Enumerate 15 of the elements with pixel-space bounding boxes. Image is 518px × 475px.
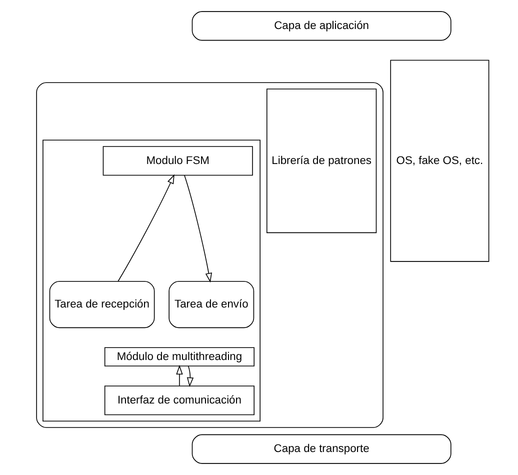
node-box: OS, fake OS, etc. (390, 60, 489, 262)
node-box: Tarea de envío (168, 281, 254, 328)
arrow (184, 174, 212, 283)
arrow (176, 364, 182, 386)
node-box: Módulo de multithreading (104, 347, 254, 366)
node-box: Librería de patrones (266, 88, 376, 234)
cluster (36, 82, 383, 428)
cluster (42, 140, 260, 422)
node-box: Capa de aplicación (191, 11, 451, 41)
arrow (117, 174, 174, 282)
node-box: Capa de transporte (191, 434, 451, 464)
node-box: Modulo FSM (102, 146, 252, 176)
node-box: Interfaz de comunicación (104, 386, 254, 416)
arrow (186, 366, 194, 388)
node-box: Tarea de recepción (48, 281, 154, 328)
